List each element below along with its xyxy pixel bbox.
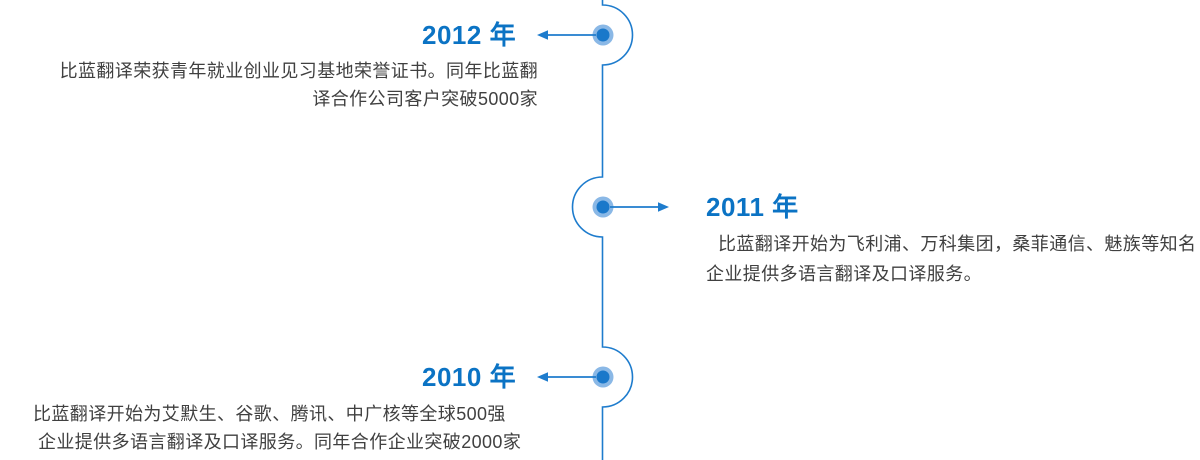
year-label-2012: 2012 年	[422, 20, 517, 50]
year-label-2010: 2010 年	[422, 362, 517, 392]
arrow-left-icon-2010	[537, 372, 548, 382]
description-line: 企业提供多语言翻译及口译服务。同年合作企业突破2000家	[38, 432, 522, 452]
timeline-dot-halo-2011	[592, 196, 614, 218]
timeline-dot-core-2010	[596, 370, 610, 384]
timeline-dot-halo-2010	[592, 366, 614, 388]
timeline-dot-halo-2012	[592, 24, 614, 46]
timeline-dot-core-2012	[596, 28, 610, 42]
timeline-dot-core-2011	[596, 200, 610, 214]
description-line: 译合作公司客户突破5000家	[312, 89, 538, 109]
timeline-axis-line	[571, 0, 634, 460]
event-description-2012: 比蓝翻译荣获青年就业创业见习基地荣誉证书。同年比蓝翻 译合作公司客户突破5000…	[60, 57, 538, 113]
description-line: 比蓝翻译荣获青年就业创业见习基地荣誉证书。同年比蓝翻	[59, 61, 538, 81]
event-description-2010: 比蓝翻译开始为艾默生、谷歌、腾讯、中广核等全球500强 企业提供多语言翻译及口译…	[33, 400, 521, 456]
description-line: 比蓝翻译开始为飞利浦、万科集团，桑菲通信、魅族等知名	[718, 234, 1197, 254]
description-line: 企业提供多语言翻译及口译服务。	[706, 264, 982, 284]
description-line: 比蓝翻译开始为艾默生、谷歌、腾讯、中广核等全球500强	[33, 404, 506, 424]
year-label-2011: 2011 年	[706, 192, 799, 222]
event-description-2011: 比蓝翻译开始为飞利浦、万科集团，桑菲通信、魅族等知名 企业提供多语言翻译及口译服…	[706, 229, 1196, 289]
arrow-left-icon-2012	[537, 30, 548, 40]
arrow-right-icon-2011	[658, 202, 669, 212]
